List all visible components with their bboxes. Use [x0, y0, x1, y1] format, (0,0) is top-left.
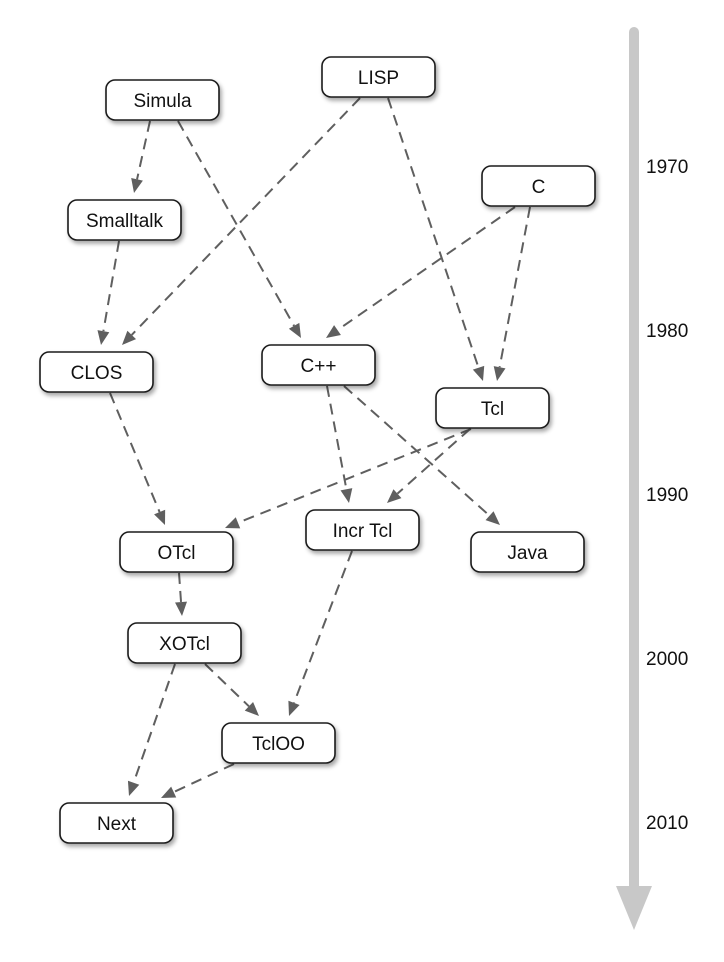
edge-tcl-to-otcl: [225, 428, 472, 529]
edge-otcl-to-xotcl: [175, 572, 188, 616]
edge-line: [178, 572, 183, 603]
edges-layer: [97, 97, 531, 798]
edge-line: [336, 206, 516, 331]
node-otcl: OTcl: [119, 531, 234, 573]
arrow-head: [225, 517, 241, 529]
arrow-head: [127, 780, 140, 796]
edge-line: [293, 550, 353, 704]
arrow-head: [122, 330, 137, 345]
year-label-2000: 2000: [646, 649, 688, 670]
edge-line: [177, 120, 295, 327]
arrow-head: [472, 365, 485, 381]
year-label-1970: 1970: [646, 157, 688, 178]
arrow-head: [175, 601, 188, 616]
node-label: LISP: [358, 68, 399, 89]
edge-line: [498, 206, 531, 368]
edge-simula-to-smalltalk: [131, 120, 151, 193]
edge-xotcl-to-next: [127, 663, 176, 796]
node-box: [470, 531, 585, 573]
node-label: C: [532, 177, 546, 198]
node-lisp: LISP: [321, 56, 436, 98]
edge-line: [204, 663, 250, 708]
edge-line: [130, 97, 361, 336]
node-label: Next: [97, 814, 137, 835]
node-label: Simula: [133, 91, 192, 112]
timeline-arrow-head: [616, 886, 652, 930]
node-incrtcl: Incr Tcl: [305, 509, 420, 551]
edge-line: [132, 663, 176, 784]
edge-clos-to-otcl: [109, 392, 166, 525]
node-label: XOTcl: [159, 634, 210, 655]
edge-line: [102, 240, 120, 332]
year-label-1990: 1990: [646, 485, 688, 506]
node-label: Incr Tcl: [333, 521, 393, 542]
edge-smalltalk-to-clos: [97, 240, 120, 345]
node-label: CLOS: [71, 363, 123, 384]
node-box: [59, 802, 174, 844]
edge-line: [396, 428, 471, 495]
edge-xotcl-to-tcloo: [204, 663, 259, 716]
node-label: OTcl: [158, 543, 196, 564]
node-box: [39, 351, 154, 393]
arrow-head: [244, 701, 259, 716]
edge-line: [136, 120, 151, 180]
node-label: TclOO: [252, 734, 305, 755]
node-box: [305, 509, 420, 551]
node-simula: Simula: [105, 79, 220, 121]
node-xotcl: XOTcl: [127, 622, 242, 664]
edge-cpp-to-incrtcl: [326, 385, 353, 503]
node-box: [127, 622, 242, 664]
arrow-head: [288, 322, 301, 338]
node-label: Tcl: [481, 399, 504, 420]
edge-line: [326, 385, 348, 490]
edge-simula-to-cpp: [177, 120, 301, 338]
edge-line: [237, 428, 472, 524]
node-c: C: [481, 165, 596, 207]
edge-lisp-to-tcl: [387, 97, 485, 381]
node-box: [481, 165, 596, 207]
edge-line: [173, 763, 235, 793]
arrow-head: [326, 325, 341, 338]
edge-incrtcl-to-tcloo: [288, 550, 353, 716]
edge-line: [109, 392, 161, 513]
arrow-head: [161, 786, 177, 798]
node-cpp: C++: [261, 344, 376, 386]
timeline: 1970 1980 1990 2000 2010: [616, 27, 688, 930]
node-box: [105, 79, 220, 121]
node-box: [321, 56, 436, 98]
edge-tcl-to-incrtcl: [387, 428, 471, 503]
edge-c-to-cpp: [326, 206, 516, 338]
year-label-2010: 2010: [646, 813, 688, 834]
node-tcloo: TclOO: [221, 722, 336, 764]
node-label: Java: [507, 543, 548, 564]
edge-c-to-tcl: [493, 206, 531, 381]
node-tcl: Tcl: [435, 387, 550, 429]
arrow-head: [485, 511, 500, 525]
node-box: [221, 722, 336, 764]
arrow-head: [493, 366, 506, 381]
arrow-head: [288, 700, 300, 716]
year-label-1980: 1980: [646, 321, 688, 342]
arrow-head: [131, 178, 143, 193]
node-label: C++: [301, 356, 337, 377]
arrow-head: [340, 488, 353, 503]
arrow-head: [154, 509, 166, 525]
arrow-head: [97, 330, 110, 345]
arrow-head: [387, 489, 402, 503]
node-java: Java: [470, 531, 585, 573]
edge-tcloo-to-next: [161, 763, 235, 798]
node-box: [435, 387, 550, 429]
node-next: Next: [59, 802, 174, 844]
node-box: [261, 344, 376, 386]
node-label: Smalltalk: [86, 211, 164, 232]
node-box: [119, 531, 234, 573]
edge-lisp-to-clos: [122, 97, 361, 345]
node-box: [67, 199, 182, 241]
node-clos: CLOS: [39, 351, 154, 393]
node-smalltalk: Smalltalk: [67, 199, 182, 241]
edge-line: [387, 97, 480, 369]
